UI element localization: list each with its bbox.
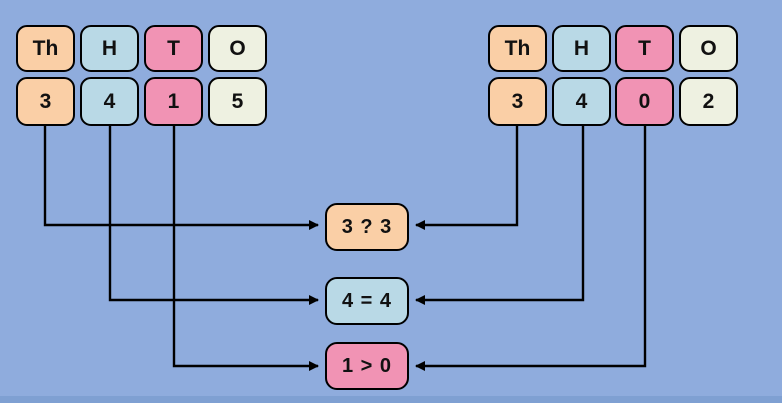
left-digit-ones: 5 — [208, 77, 267, 126]
left-header-hundreds: H — [80, 25, 139, 72]
arrow-right-hundreds — [415, 126, 585, 305]
arrow-right-thousands — [415, 126, 519, 230]
arrow-left-thousands — [43, 126, 319, 230]
left-header-thousands: Th — [16, 25, 75, 72]
slide-bottom-edge — [0, 396, 782, 403]
arrow-left-hundreds — [108, 126, 319, 305]
right-digit-tens: 0 — [615, 77, 674, 126]
right-header-tens: T — [615, 25, 674, 72]
arrow-left-tens — [172, 126, 319, 371]
comparison-thousands: 3 ? 3 — [325, 203, 409, 251]
comparison-hundreds: 4 = 4 — [325, 277, 409, 325]
left-header-ones: O — [208, 25, 267, 72]
left-digit-hundreds: 4 — [80, 77, 139, 126]
right-digit-thousands: 3 — [488, 77, 547, 126]
comparison-tens: 1 > 0 — [325, 342, 409, 390]
left-header-tens: T — [144, 25, 203, 72]
right-header-ones: O — [679, 25, 738, 72]
right-header-hundreds: H — [552, 25, 611, 72]
right-digit-ones: 2 — [679, 77, 738, 126]
left-digit-thousands: 3 — [16, 77, 75, 126]
arrow-right-tens — [415, 126, 647, 371]
left-digit-tens: 1 — [144, 77, 203, 126]
right-header-thousands: Th — [488, 25, 547, 72]
right-digit-hundreds: 4 — [552, 77, 611, 126]
